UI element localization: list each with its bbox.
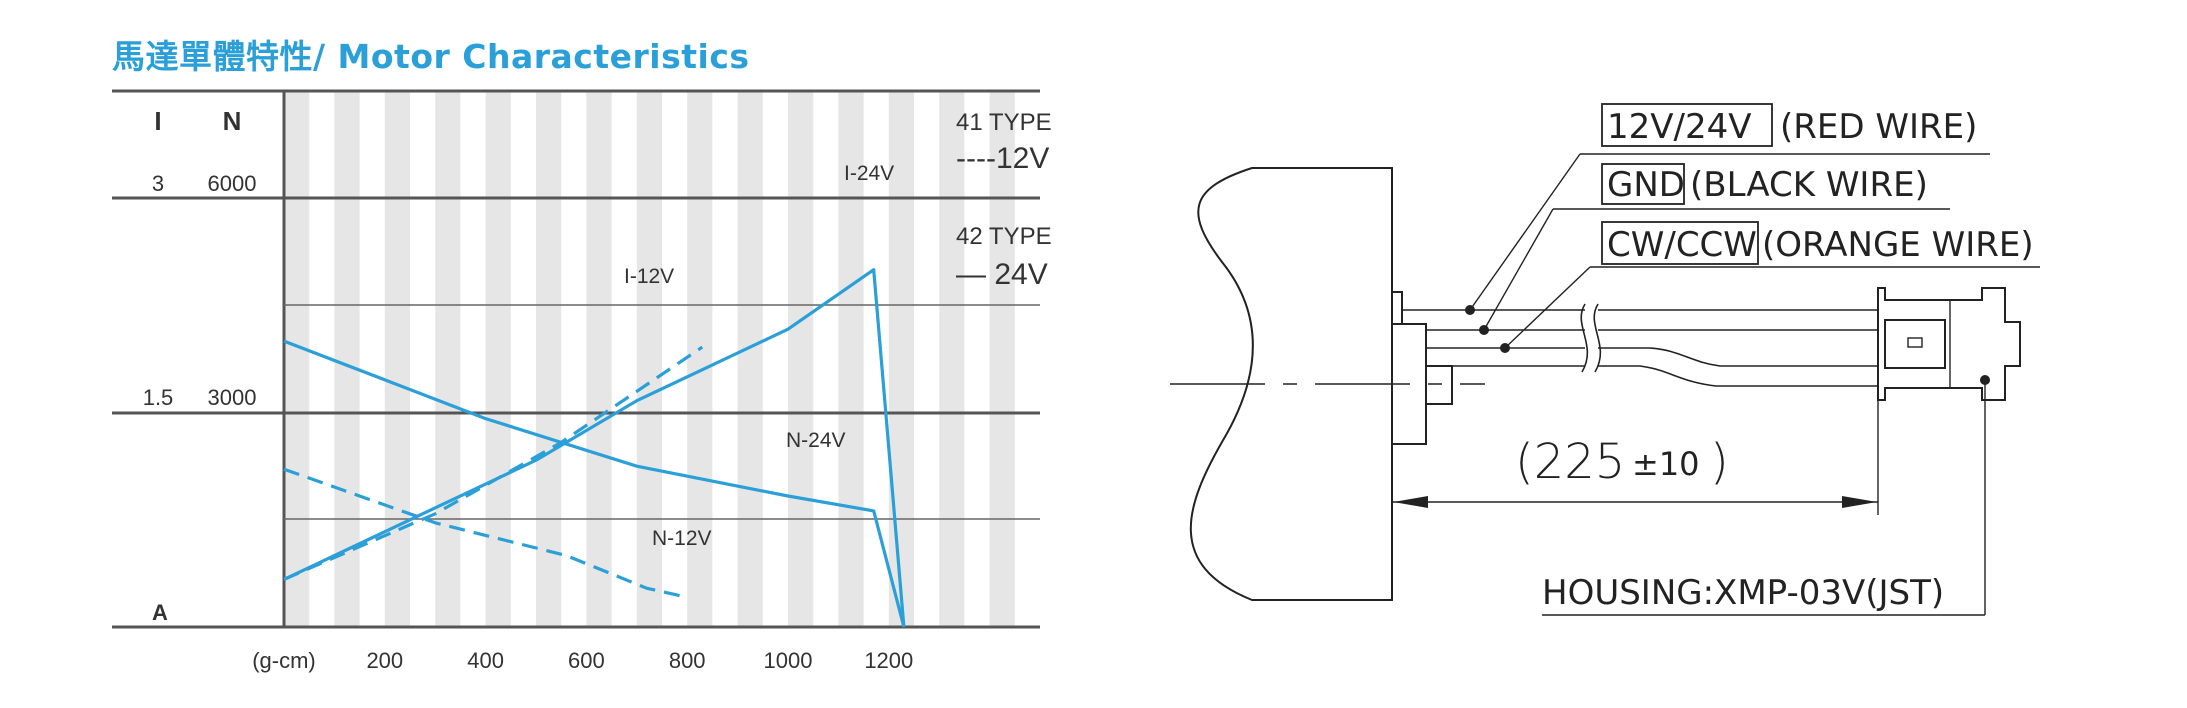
background-band <box>888 91 914 627</box>
y-axis-current-label: I <box>154 106 161 136</box>
leader-dot-red <box>1465 305 1475 315</box>
background-band <box>536 91 562 627</box>
housing-latch <box>1907 337 1923 348</box>
background-band <box>384 91 410 627</box>
motor-shaft-stub <box>1425 365 1453 405</box>
wire-code-box-black <box>1601 163 1685 205</box>
y-axis-current-unit: A <box>152 600 168 625</box>
x-tick-label: 1200 <box>864 648 913 673</box>
cable-length-close: ) <box>1710 434 1729 490</box>
cable-after-middle <box>1598 347 1878 367</box>
y-tick-current-3: 3 <box>152 171 164 196</box>
wire-code-box-red <box>1601 103 1773 147</box>
background-band <box>788 91 814 627</box>
background-band <box>435 91 461 627</box>
x-tick-label: 1000 <box>764 648 813 673</box>
leader-orange-wire <box>1504 266 1591 349</box>
page-title: 馬達單體特性/ Motor Characteristics <box>112 37 750 76</box>
background-band <box>939 91 965 627</box>
drawing-labels: 12V/24V (RED WIRE) GND (BLACK WIRE) CW/C… <box>1515 107 2034 613</box>
dimension-arrow-right <box>1842 496 1877 508</box>
wire-code-black: GND <box>1607 165 1685 205</box>
series-label-n-24v: N-24V <box>786 429 846 452</box>
leader-dot-orange <box>1500 343 1510 353</box>
chart-background-bands <box>284 91 1015 627</box>
series-label-i-12v: I-12V <box>624 265 674 288</box>
wire-code-box-orange <box>1601 221 1759 265</box>
series-label-n-12v: N-12V <box>652 527 712 550</box>
y-tick-current-1.5: 1.5 <box>143 385 174 410</box>
background-band <box>989 91 1015 627</box>
y-tick-speed-6000: 6000 <box>208 171 257 196</box>
legend-style-24v: — 24V <box>956 258 1048 291</box>
background-band <box>586 91 612 627</box>
legend-style-12v: ----12V <box>956 142 1049 175</box>
wire-desc-red: (RED WIRE) <box>1780 107 1977 147</box>
chart-series <box>283 268 906 628</box>
housing-label: HOUSING:XMP-03V(JST) <box>1542 573 1944 613</box>
wire-code-orange: CW/CCW <box>1607 225 1757 265</box>
series-label-i-24v: I-24V <box>844 162 894 185</box>
y-axis-speed-label: N <box>223 106 242 136</box>
background-band <box>838 91 864 627</box>
x-axis-ticks: 200 400 600 800 1000 1200 <box>366 648 913 673</box>
cable-length-value: (225 <box>1515 434 1625 490</box>
legend-type-41: 41 TYPE <box>956 109 1052 136</box>
legend: 41 TYPE ----12V 42 TYPE — 24V <box>956 109 1052 291</box>
background-band <box>334 91 360 627</box>
background-band <box>284 91 310 627</box>
housing-outline <box>1877 287 2021 401</box>
x-tick-label: 200 <box>366 648 403 673</box>
leader-red-wire <box>1469 153 1581 311</box>
wire-code-red: 12V/24V <box>1607 107 1752 147</box>
series-line-n-12v <box>283 467 688 599</box>
series-line-n-24v <box>283 339 906 628</box>
background-band <box>636 91 662 627</box>
background-band <box>687 91 713 627</box>
series-labels: I-24V N-24V I-12V N-12V <box>624 162 894 550</box>
wire-desc-orange: (ORANGE WIRE) <box>1762 225 2034 265</box>
motor-drawing <box>1170 103 2040 616</box>
motor-tab <box>1391 291 1403 325</box>
dimension-arrow-left <box>1393 496 1428 508</box>
leader-dot-black <box>1479 325 1489 335</box>
cable-length-tolerance: ±10 <box>1632 445 1700 483</box>
axis-labels: I N 3 6000 1.5 3000 A (g-cm) <box>143 106 316 673</box>
x-tick-label: 400 <box>467 648 504 673</box>
y-tick-speed-3000: 3000 <box>208 385 257 410</box>
x-tick-label: 800 <box>669 648 706 673</box>
cable-after-lower <box>1598 365 1878 387</box>
housing-inner-rect <box>1884 319 1946 369</box>
leader-black-wire <box>1483 208 1554 331</box>
series-line-i-12v <box>283 345 704 581</box>
background-band <box>485 91 511 627</box>
motor-body-outline <box>1189 167 1393 601</box>
legend-type-42: 42 TYPE <box>956 223 1052 250</box>
x-tick-label: 600 <box>568 648 605 673</box>
wire-desc-black: (BLACK WIRE) <box>1690 165 1928 205</box>
x-axis-label: (g-cm) <box>252 648 316 673</box>
cable-break-right <box>1593 303 1602 373</box>
background-band <box>737 91 763 627</box>
cable-break-left <box>1580 303 1589 373</box>
